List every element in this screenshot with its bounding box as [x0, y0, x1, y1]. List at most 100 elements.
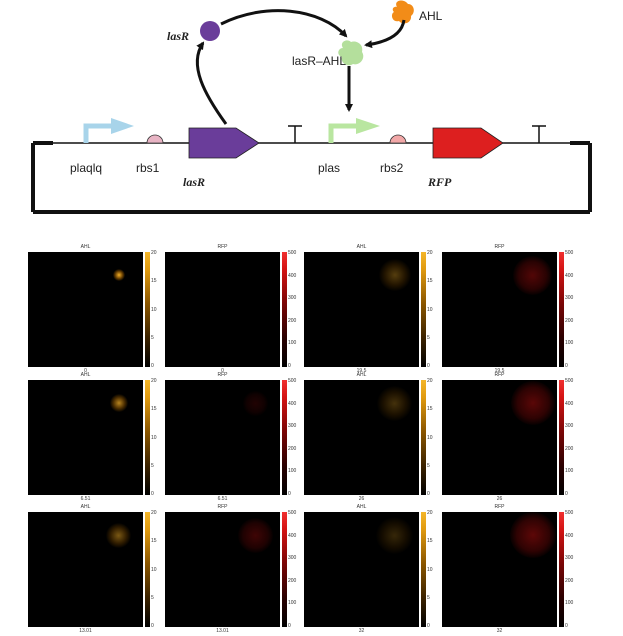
panel-title: AHL — [80, 372, 91, 378]
colorbar-tick-label: 0 — [427, 363, 430, 369]
colorbar-tick-label: 100 — [565, 340, 574, 346]
colorbar-tick-label: 10 — [427, 435, 433, 441]
colorbar — [145, 512, 150, 627]
colorbar-tick-label: 15 — [151, 278, 157, 284]
panel-time-label: 6.51 — [80, 496, 91, 502]
panel-title: AHL — [356, 372, 367, 378]
colorbar — [421, 380, 426, 495]
colorbar-tick-label: 10 — [427, 307, 433, 313]
panel-time-label: 19.5 — [494, 368, 505, 374]
colorbar-tick-label: 0 — [427, 491, 430, 497]
colorbar-tick-label: 200 — [288, 446, 297, 452]
panel-title: AHL — [356, 244, 367, 250]
colorbar-tick-label: 500 — [288, 378, 297, 384]
concentration-map — [304, 252, 419, 367]
panel-title: RFP — [494, 372, 505, 378]
concentration-map — [28, 512, 143, 627]
colorbar-tick-label: 400 — [288, 401, 297, 407]
colorbar-tick-label: 500 — [565, 378, 574, 384]
colorbar-tick-label: 0 — [151, 491, 154, 497]
concentration-blob — [113, 269, 125, 281]
rbs2-label: rbs2 — [380, 161, 404, 175]
colorbar-tick-label: 0 — [427, 623, 430, 629]
colorbar-tick-label: 300 — [565, 555, 574, 561]
colorbar — [145, 380, 150, 495]
colorbar-tick-label: 15 — [427, 406, 433, 412]
rfp-gene-label: RFP — [427, 175, 452, 189]
concentration-map — [165, 380, 280, 495]
colorbar-tick-label: 15 — [427, 278, 433, 284]
panel-title: RFP — [217, 372, 228, 378]
ahl-label: AHL — [419, 9, 443, 23]
panel-title: AHL — [80, 504, 91, 510]
colorbar-tick-label: 0 — [565, 491, 568, 497]
concentration-map — [442, 380, 557, 495]
colorbar-tick-label: 10 — [151, 307, 157, 313]
rbs1-label: rbs1 — [136, 161, 160, 175]
lasR-protein-icon — [200, 21, 220, 41]
colorbar-tick-label: 0 — [151, 363, 154, 369]
colorbar — [282, 512, 287, 627]
panel-time-label: 26 — [358, 496, 365, 502]
colorbar — [559, 512, 564, 627]
panel-time-label: 13.01 — [79, 628, 92, 634]
colorbar-tick-label: 5 — [427, 463, 430, 469]
concentration-blob — [106, 523, 131, 548]
colorbar-tick-label: 400 — [288, 533, 297, 539]
colorbar — [145, 252, 150, 367]
colorbar-tick-label: 400 — [565, 273, 574, 279]
panel-time-label: 0 — [221, 368, 224, 374]
colorbar-tick-label: 400 — [288, 273, 297, 279]
panel-title: RFP — [217, 504, 228, 510]
ahl-molecule-icon — [391, 0, 414, 24]
concentration-blob — [110, 394, 128, 412]
genetic-circuit-diagram: plaqlq rbs1 lasR plas rbs2 RFP lasR AHL … — [31, 0, 592, 214]
panel-title: RFP — [494, 244, 505, 250]
concentration-map — [28, 252, 143, 367]
concentration-map — [304, 380, 419, 495]
colorbar-tick-label: 500 — [565, 510, 574, 516]
colorbar-tick-label: 5 — [151, 595, 154, 601]
colorbar-tick-label: 10 — [151, 435, 157, 441]
concentration-blob — [376, 517, 413, 554]
colorbar-tick-label: 100 — [288, 340, 297, 346]
promoter-plas-icon — [328, 118, 380, 143]
colorbar-tick-label: 100 — [565, 600, 574, 606]
colorbar-tick-label: 10 — [427, 567, 433, 573]
concentration-blob — [238, 518, 273, 553]
terminator-1-icon — [288, 125, 302, 143]
colorbar-tick-label: 300 — [288, 295, 297, 301]
colorbar-tick-label: 15 — [151, 406, 157, 412]
colorbar-tick-label: 400 — [565, 401, 574, 407]
concentration-map — [304, 512, 419, 627]
concentration-map — [165, 512, 280, 627]
colorbar — [282, 252, 287, 367]
plasmid-backbone — [31, 141, 592, 214]
panel-time-label: 0 — [84, 368, 87, 374]
concentration-blob — [243, 391, 268, 416]
lasR-gene-label: lasR — [183, 175, 205, 189]
lasR-protein-label: lasR — [167, 29, 189, 43]
colorbar-tick-label: 200 — [565, 578, 574, 584]
colorbar — [559, 252, 564, 367]
colorbar-tick-label: 20 — [151, 250, 157, 256]
colorbar-tick-label: 5 — [151, 335, 154, 341]
colorbar-tick-label: 20 — [427, 250, 433, 256]
colorbar-tick-label: 500 — [565, 250, 574, 256]
concentration-map — [442, 252, 557, 367]
panel-time-label: 26 — [496, 496, 503, 502]
colorbar-tick-label: 100 — [565, 468, 574, 474]
rbs2-icon — [389, 134, 407, 144]
complex-label: lasR–AHL — [292, 54, 346, 68]
colorbar-tick-label: 300 — [288, 423, 297, 429]
panel-time-label: 13.01 — [216, 628, 229, 634]
colorbar-tick-label: 5 — [151, 463, 154, 469]
colorbar-tick-label: 20 — [151, 510, 157, 516]
